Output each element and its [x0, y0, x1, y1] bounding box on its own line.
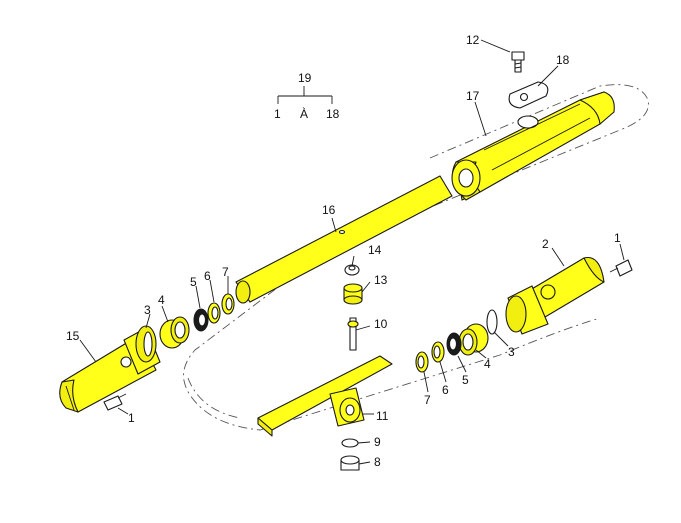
- ring-part-7-right: [415, 351, 429, 373]
- callout-10: 10: [374, 317, 388, 331]
- callout-14: 14: [368, 243, 382, 257]
- callout-16: 16: [322, 203, 336, 217]
- callout-9: 9: [374, 435, 381, 449]
- callout-4-right: 4: [484, 357, 491, 371]
- callout-4-left: 4: [158, 293, 165, 307]
- assembly-phantom-outline-lower: [187, 377, 241, 419]
- cover-plate-part-18: [508, 81, 549, 109]
- nut-part-14: [344, 264, 360, 276]
- bushing-part-4-right: [458, 323, 489, 356]
- callout-5-right: 5: [462, 373, 469, 387]
- kit-bracket-19: [277, 86, 333, 104]
- callout-6-right: 6: [442, 383, 449, 397]
- callout-17: 17: [466, 89, 480, 103]
- callout-2: 2: [542, 237, 549, 251]
- spacer-part-13: [343, 283, 363, 305]
- oring-part-3-left: [143, 331, 153, 357]
- screw-part-1-right: [609, 259, 633, 277]
- tube-part-2: [519, 256, 605, 321]
- end-fitting-part-3-right: [505, 284, 556, 335]
- rod-part-16: [235, 175, 453, 304]
- callout-19: 19: [298, 71, 312, 85]
- callout-8: 8: [374, 455, 381, 469]
- housing-part-17: [451, 91, 615, 201]
- callout-15: 15: [66, 329, 80, 343]
- bracket-part-11: [257, 355, 393, 437]
- callout-12: 12: [466, 33, 480, 47]
- oring-part-3-right: [486, 309, 498, 335]
- seal-part-5-right: [446, 332, 462, 356]
- leader-lines: [79, 39, 625, 465]
- kit-range-word: À: [300, 106, 308, 121]
- bolt-part-12: [511, 51, 525, 73]
- kit-range-from: 1: [274, 107, 281, 121]
- seal-part-5-left: [193, 308, 209, 332]
- callout-13: 13: [374, 273, 388, 287]
- kit-range-to: 18: [326, 107, 340, 121]
- screw-part-1-left: [103, 393, 127, 411]
- washer-part-6-right: [431, 341, 445, 363]
- bushing-part-4-left: [159, 316, 190, 349]
- assembly-phantom-outline: [183, 84, 649, 431]
- washer-part-9: [341, 438, 359, 448]
- callout-7-right: 7: [424, 393, 431, 407]
- callout-1-right: 1: [614, 231, 621, 245]
- callout-labels: 12 18 17 19 1 À 18 16 14 13 10 11 9 8 2 …: [66, 33, 621, 469]
- callout-7-left: 7: [222, 265, 229, 279]
- callout-11: 11: [376, 409, 389, 423]
- stud-part-10: [347, 317, 359, 351]
- end-fitting-part-3-left: [120, 325, 161, 375]
- callout-3-right: 3: [508, 345, 515, 359]
- callout-1-left: 1: [128, 411, 135, 425]
- callout-3-left: 3: [144, 303, 151, 317]
- callout-5-left: 5: [190, 275, 197, 289]
- washer-part-6-left: [207, 302, 221, 324]
- nut-part-8: [340, 455, 360, 471]
- callout-6-left: 6: [204, 269, 211, 283]
- callout-18: 18: [556, 53, 570, 67]
- ring-part-7-left: [221, 293, 235, 315]
